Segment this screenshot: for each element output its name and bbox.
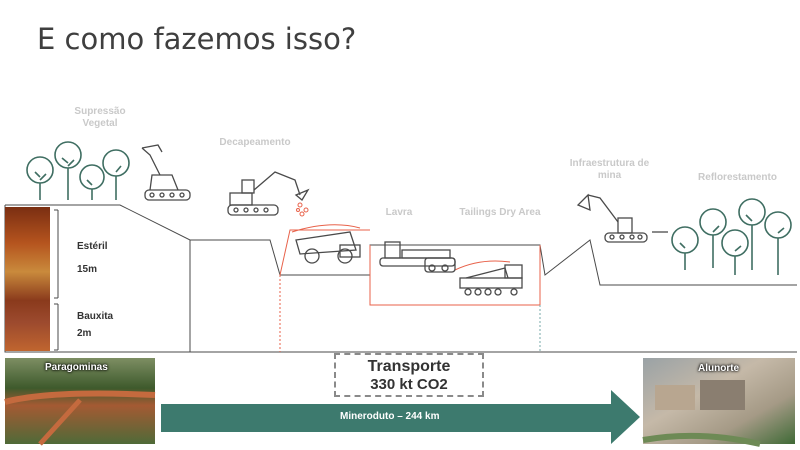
- infrastructure-excavator-icon: [576, 193, 668, 243]
- excavation-area: [279, 202, 541, 352]
- soil-profile: [5, 207, 50, 351]
- stage-infraestrutura: Infraestrutura de mina: [569, 158, 650, 181]
- stage-tailings: Tailings Dry Area: [459, 207, 541, 218]
- excavator-icon: [227, 171, 310, 216]
- dump-truck-icon: [295, 231, 361, 264]
- transport-value: 330 kt CO2: [370, 376, 448, 393]
- stage-lavra: Lavra: [385, 207, 413, 218]
- stage-supressao-vegetal: Supressão Vegetal: [74, 106, 126, 129]
- terrain-outline: [4, 204, 797, 353]
- pipeline-label: Mineroduto – 244 km: [340, 411, 440, 422]
- soil-bracket: [54, 209, 59, 351]
- miner-icon: [379, 241, 456, 273]
- trees-right-icon: [671, 198, 792, 275]
- bauxita-label: Bauxita: [77, 311, 114, 322]
- esteril-label: Estéril: [77, 241, 108, 252]
- esteril-depth: 15m: [77, 264, 98, 275]
- destination-label: Alunorte: [698, 363, 740, 374]
- pipeline-arrow: [161, 390, 640, 444]
- stage-decapeamento: Decapeamento: [219, 137, 291, 148]
- paragominas-photo: [4, 358, 156, 446]
- page-title: E como fazemos isso?: [37, 22, 357, 56]
- bauxita-depth: 2m: [77, 328, 92, 339]
- tailings-truck-icon: [459, 264, 523, 296]
- transport-title: Transporte: [367, 358, 451, 375]
- stage-reflorestamento: Reflorestamento: [698, 172, 777, 183]
- alunorte-photo: [642, 358, 795, 447]
- origin-label: Paragominas: [45, 362, 108, 373]
- trees-left-icon: [26, 141, 130, 200]
- transport-box: Transporte 330 kt CO2: [334, 353, 484, 397]
- harvester-icon: [141, 144, 191, 201]
